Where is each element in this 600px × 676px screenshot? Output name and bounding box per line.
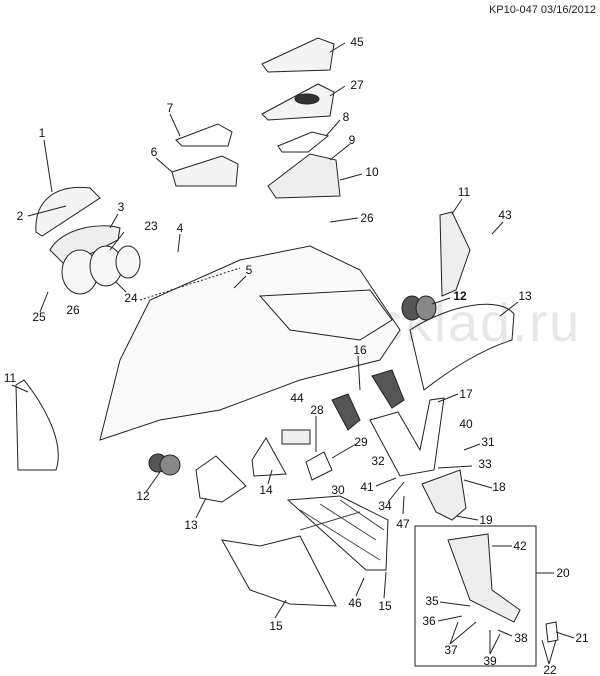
part-45-cover (261, 37, 335, 73)
callout-36: 36 (422, 614, 436, 628)
part-10-housing (267, 153, 341, 199)
callout-13-left: 13 (184, 518, 198, 532)
callout-16: 16 (353, 343, 367, 357)
part-13-panel-left (195, 455, 247, 503)
callout-14: 14 (259, 483, 273, 497)
callout-39: 39 (483, 654, 497, 668)
callout-8: 8 (342, 110, 350, 124)
part-8-trim (277, 131, 330, 153)
callout-41: 41 (360, 480, 374, 494)
callout-18: 18 (492, 480, 506, 494)
callout-35: 35 (425, 594, 439, 608)
callout-11: 11 (457, 185, 471, 199)
part-17-console-trim (369, 397, 445, 477)
callout-23: 23 (144, 219, 158, 233)
callout-7: 7 (166, 101, 174, 115)
callout-15: 15 (378, 599, 392, 613)
callout-24: 24 (124, 291, 138, 305)
callout-26: 26 (360, 211, 374, 225)
callout-3: 3 (117, 200, 125, 214)
leader-lines (11, 42, 575, 665)
callout-43: 43 (498, 208, 512, 222)
part-18-bracket (421, 469, 467, 521)
callout-27: 27 (350, 78, 364, 92)
callout-47: 47 (396, 517, 410, 531)
part-11-end-cap (439, 211, 471, 297)
callout-45: 45 (350, 35, 364, 49)
part-16-vent (331, 393, 361, 431)
callout-9: 9 (348, 133, 356, 147)
part-7-panel (175, 123, 233, 147)
callout-26-left: 26 (66, 303, 80, 317)
callout-28: 28 (310, 403, 324, 417)
callout-21: 21 (575, 631, 589, 645)
part-12-vent (401, 295, 437, 321)
part-12-vent-left (148, 453, 181, 476)
part-6-panel (171, 155, 239, 187)
callout-12: 12 (453, 289, 467, 303)
callout-44: 44 (290, 391, 304, 405)
callout-40: 40 (459, 417, 473, 431)
part-44-module (281, 429, 311, 445)
callout-1: 1 (38, 126, 46, 140)
instrument-panel (99, 245, 401, 441)
callout-34: 34 (378, 499, 392, 513)
part-14-trim (251, 437, 287, 477)
callout-32: 32 (371, 454, 385, 468)
callout-38: 38 (514, 631, 528, 645)
callout-46: 46 (348, 596, 362, 610)
part-15-lower-panel (221, 535, 337, 607)
part-11-end-cap-left (15, 379, 59, 471)
callout-15-lower: 15 (269, 619, 283, 633)
callout-17: 17 (459, 387, 473, 401)
part-1-cover (35, 186, 101, 237)
callout-22: 22 (543, 663, 557, 676)
callout-11-left: 11 (3, 371, 17, 385)
callout-25: 25 (32, 310, 46, 324)
part-23-cluster (61, 245, 141, 295)
part-42-console-trim (447, 533, 521, 623)
callout-31: 31 (481, 435, 495, 449)
callout-12-left: 12 (136, 489, 150, 503)
diagram-code-date: KP10-047 03/16/2012 (488, 4, 596, 16)
callout-33: 33 (478, 457, 492, 471)
callout-10: 10 (365, 165, 379, 179)
callout-29: 29 (354, 435, 368, 449)
callout-30: 30 (331, 483, 345, 497)
part-13-panel (409, 303, 515, 391)
callout-37: 37 (444, 643, 458, 657)
callout-13: 13 (518, 289, 532, 303)
callout-4: 4 (176, 221, 184, 235)
callout-19: 19 (479, 513, 493, 527)
callout-6: 6 (150, 145, 158, 159)
part-16-vent-right (371, 369, 405, 409)
part-15-knee-panel (286, 495, 389, 571)
part-21-clip (545, 621, 559, 643)
callout-42: 42 (513, 539, 527, 553)
part-29-bracket (305, 451, 333, 481)
callout-5: 5 (245, 263, 253, 277)
callout-2: 2 (16, 209, 24, 223)
part-20-group-box (414, 525, 537, 667)
callout-20: 20 (556, 566, 570, 580)
